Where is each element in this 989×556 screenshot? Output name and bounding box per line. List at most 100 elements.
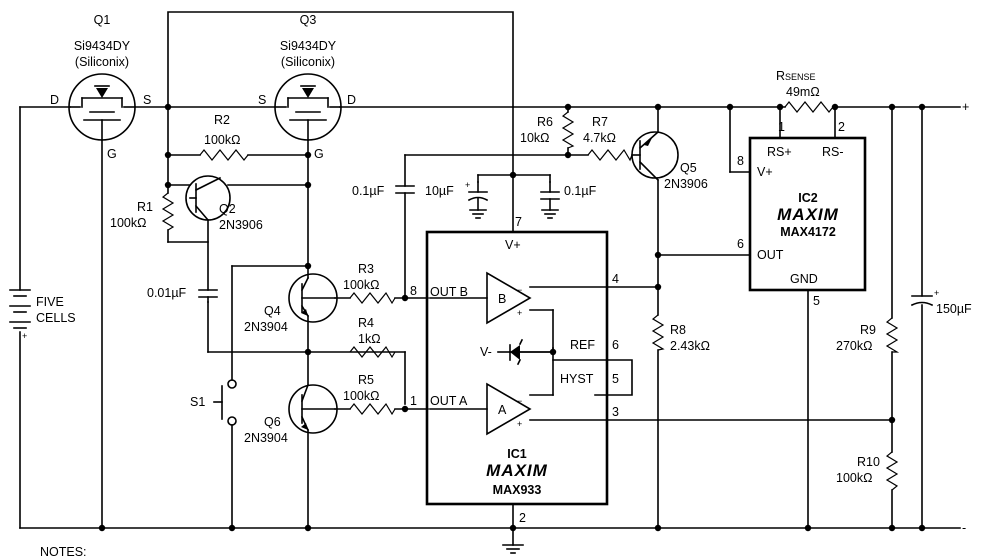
notes-heading: NOTES: — [40, 545, 87, 556]
ic1-ref-pin: REF — [570, 338, 595, 352]
q2-part: 2N3906 — [219, 218, 263, 232]
q6-transistor — [288, 383, 338, 434]
q2-ref: Q2 — [219, 202, 236, 216]
r4-value: 1kΩ — [358, 332, 381, 346]
ic1-b-minus: − — [517, 285, 522, 295]
ic1-hyst: HYST — [560, 372, 594, 386]
rsense-ref: RSENSE — [776, 69, 816, 83]
resistors — [161, 101, 900, 491]
q4-part: 2N3904 — [244, 320, 288, 334]
ic1-vminus: V- — [480, 345, 492, 359]
ic1-part: MAX933 — [493, 483, 542, 497]
ic1-ref: IC1 — [507, 447, 527, 461]
q1-part: Si9434DY — [74, 39, 131, 53]
capacitors — [198, 181, 934, 307]
ic1-a-plus: + — [517, 419, 522, 429]
ic2-pin2: 2 — [838, 120, 845, 134]
s1-switch — [213, 379, 237, 426]
r2-value: 100kΩ — [204, 133, 240, 147]
r6-ref: R6 — [537, 115, 553, 129]
c2-value: 10µF — [425, 184, 454, 198]
r1-value: 100kΩ — [110, 216, 146, 230]
q3-maker: (Siliconix) — [281, 55, 335, 69]
c1-value: 0.1µF — [352, 184, 385, 198]
r5-ref: R5 — [358, 373, 374, 387]
ic2-pin6: 6 — [737, 237, 744, 251]
ic2-vplus: V+ — [757, 165, 773, 179]
q1-g-label: G — [107, 147, 117, 161]
ic1-pin6: 6 — [612, 338, 619, 352]
ic1-pin8: 8 — [410, 284, 417, 298]
c3-value: 0.1µF — [564, 184, 597, 198]
ic2-ref: IC2 — [798, 191, 818, 205]
q6-part: 2N3904 — [244, 431, 288, 445]
q1-maker: (Siliconix) — [75, 55, 129, 69]
ic1-comp-b: B — [498, 292, 506, 306]
r7-ref: R7 — [592, 115, 608, 129]
junction-dots — [98, 103, 926, 532]
rail-plus: + — [962, 100, 969, 114]
rail-minus: - — [962, 521, 966, 535]
ic1-chip — [425, 230, 609, 506]
q3-d-label: D — [347, 93, 356, 107]
ic1-pin3: 3 — [612, 405, 619, 419]
r5-value: 100kΩ — [343, 389, 379, 403]
q4-ref: Q4 — [264, 304, 281, 318]
q3-mosfet — [274, 73, 342, 141]
q3-ref: Q3 — [300, 13, 317, 27]
ic1-pin7: 7 — [515, 215, 522, 229]
ic2-pin8: 8 — [737, 154, 744, 168]
battery-cells: + — [9, 289, 31, 341]
ic2-chip — [748, 136, 867, 292]
c5-value: 150µF — [936, 302, 972, 316]
r7-value: 4.7kΩ — [583, 131, 616, 145]
q1-mosfet — [68, 73, 136, 141]
r10-ref: R10 — [857, 455, 880, 469]
r10-value: 100kΩ — [836, 471, 872, 485]
battery-line2: CELLS — [36, 311, 76, 325]
s1-ref: S1 — [190, 395, 205, 409]
ic2-part: MAX4172 — [780, 225, 836, 239]
r1-ref: R1 — [137, 200, 153, 214]
ic1-brand-logo: MAXIM — [486, 461, 548, 480]
q3-g-label: G — [314, 147, 324, 161]
q4-transistor — [288, 273, 338, 323]
ic1-outb: OUT B — [430, 285, 468, 299]
q5-transistor — [631, 130, 679, 182]
ic1-vplus: V+ — [505, 238, 521, 252]
q5-ref: Q5 — [680, 161, 697, 175]
r8-value: 2.43kΩ — [670, 339, 710, 353]
r3-ref: R3 — [358, 262, 374, 276]
r2-ref: R2 — [214, 113, 230, 127]
ic2-pin5: 5 — [813, 294, 820, 308]
ic1-pin2: 2 — [519, 511, 526, 525]
ic2-gnd: GND — [790, 272, 818, 286]
ic1-pin4: 4 — [612, 272, 619, 286]
q2-transistor — [185, 175, 231, 222]
ground-symbol — [502, 544, 524, 554]
r4-ref: R4 — [358, 316, 374, 330]
q5-part: 2N3906 — [664, 177, 708, 191]
r9-value: 270kΩ — [836, 339, 872, 353]
q1-d-label: D — [50, 93, 59, 107]
q3-part: Si9434DY — [280, 39, 337, 53]
battery-line1: FIVE — [36, 295, 64, 309]
r9-ref: R9 — [860, 323, 876, 337]
r6-value: 10kΩ — [520, 131, 550, 145]
ic2-pin1: 1 — [778, 120, 785, 134]
c2-plus-mark: + — [465, 180, 470, 190]
ic1-b-plus: + — [517, 308, 522, 318]
r8-ref: R8 — [670, 323, 686, 337]
ic1-outa: OUT A — [430, 394, 468, 408]
ic2-out: OUT — [757, 248, 784, 262]
ic1-pin5: 5 — [612, 372, 619, 386]
svg-text:+: + — [22, 331, 27, 341]
ic1-pin1: 1 — [410, 394, 417, 408]
rsense-value: 49mΩ — [786, 85, 820, 99]
ic1-a-minus: − — [517, 396, 522, 406]
ic1-comp-a: A — [498, 403, 507, 417]
c5-plus-mark: + — [934, 288, 939, 298]
ic2-rsm: RS- — [822, 145, 844, 159]
c4-value: 0.01µF — [147, 286, 187, 300]
